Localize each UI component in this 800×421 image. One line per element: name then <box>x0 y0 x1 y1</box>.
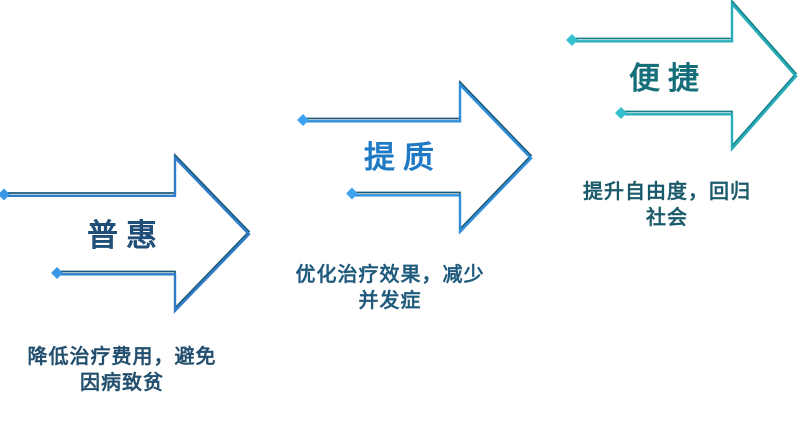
step-2-description: 优化治疗效果，减少 并发症 <box>270 261 510 313</box>
step-3-title: 便捷 <box>629 61 707 97</box>
description-line: 提升自由度，回归 <box>583 179 751 203</box>
description-line: 降低治疗费用，避免 <box>27 344 217 368</box>
arrow-outline-bright <box>572 0 798 152</box>
diamond-marker <box>297 114 309 126</box>
diamond-marker <box>615 107 627 119</box>
description-line: 优化治疗效果，减少 <box>295 262 485 286</box>
arrow-outline-bright <box>303 81 533 235</box>
step-1-description: 降低治疗费用，避免 因病致贫 <box>2 343 242 395</box>
step-1-title: 普惠 <box>87 218 165 254</box>
diamond-marker <box>346 187 358 200</box>
description-line: 因病致贫 <box>80 370 164 394</box>
arrow-outline-bright <box>4 154 251 314</box>
diamond-marker <box>566 34 578 46</box>
step-3-description: 提升自由度，回归 社会 <box>547 178 787 230</box>
step-2-title: 提质 <box>364 140 442 176</box>
description-line: 并发症 <box>358 288 422 312</box>
diamond-marker <box>51 267 63 279</box>
description-line: 社会 <box>646 205 688 229</box>
diamond-marker <box>0 188 10 201</box>
